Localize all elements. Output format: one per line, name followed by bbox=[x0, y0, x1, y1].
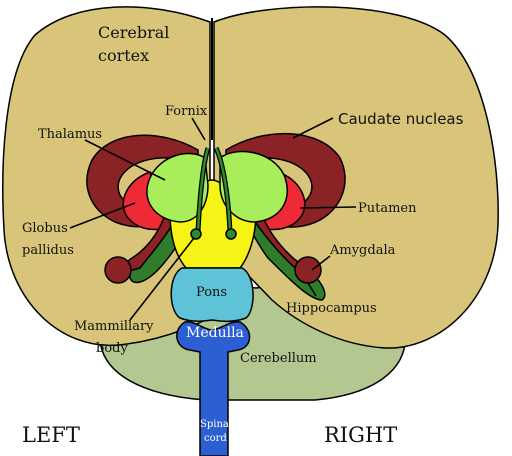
amygdala-leader bbox=[311, 255, 331, 271]
fornix-right-inner bbox=[214, 147, 232, 233]
caudate-leader bbox=[292, 117, 334, 139]
globus-pallidus-label: Globus bbox=[22, 221, 68, 236]
cerebral-cortex-label: Cerebral bbox=[98, 23, 169, 42]
hippocampus-label: Hippocampus bbox=[286, 301, 377, 316]
medulla-spinal-cord bbox=[176, 321, 251, 456]
fornix-label: Fornix bbox=[165, 104, 208, 119]
right-side-label: RIGHT bbox=[324, 423, 397, 447]
left-mammillary-body bbox=[190, 228, 202, 240]
right-mammillary-body bbox=[225, 228, 237, 240]
left-side-label: LEFT bbox=[22, 423, 80, 447]
amygdala-label: Amygdala bbox=[329, 243, 396, 258]
medulla-label: Medulla bbox=[186, 325, 244, 341]
cerebellum-label: Cerebellum bbox=[240, 351, 317, 366]
mammillary-body-label-2: body bbox=[96, 341, 128, 356]
globus-leader bbox=[69, 202, 136, 229]
hippocampus-leader bbox=[307, 282, 317, 297]
spinal-cord-label: Spinal bbox=[200, 419, 232, 430]
left-amygdala bbox=[104, 256, 132, 284]
mammillary-body-label: Mammillary bbox=[74, 319, 154, 334]
fornix-leader bbox=[191, 117, 206, 141]
globus-pallidus-label-2: pallidus bbox=[22, 243, 74, 258]
thalamus-label: Thalamus bbox=[38, 127, 102, 142]
thalamus-leader bbox=[84, 139, 166, 181]
right-amygdala bbox=[294, 256, 322, 284]
pons bbox=[170, 267, 254, 323]
fornix-left-inner bbox=[196, 147, 210, 233]
left-thalamus bbox=[146, 152, 209, 223]
pons-label: Pons bbox=[196, 285, 227, 300]
spinal-cord-label-2: cord bbox=[204, 433, 227, 444]
mammillary-leader bbox=[129, 237, 195, 321]
caudate-label: Caudate nucleas bbox=[338, 110, 464, 128]
putamen-label: Putamen bbox=[358, 201, 417, 216]
cerebral-cortex-label-2: cortex bbox=[98, 46, 149, 65]
putamen-leader bbox=[299, 206, 357, 209]
